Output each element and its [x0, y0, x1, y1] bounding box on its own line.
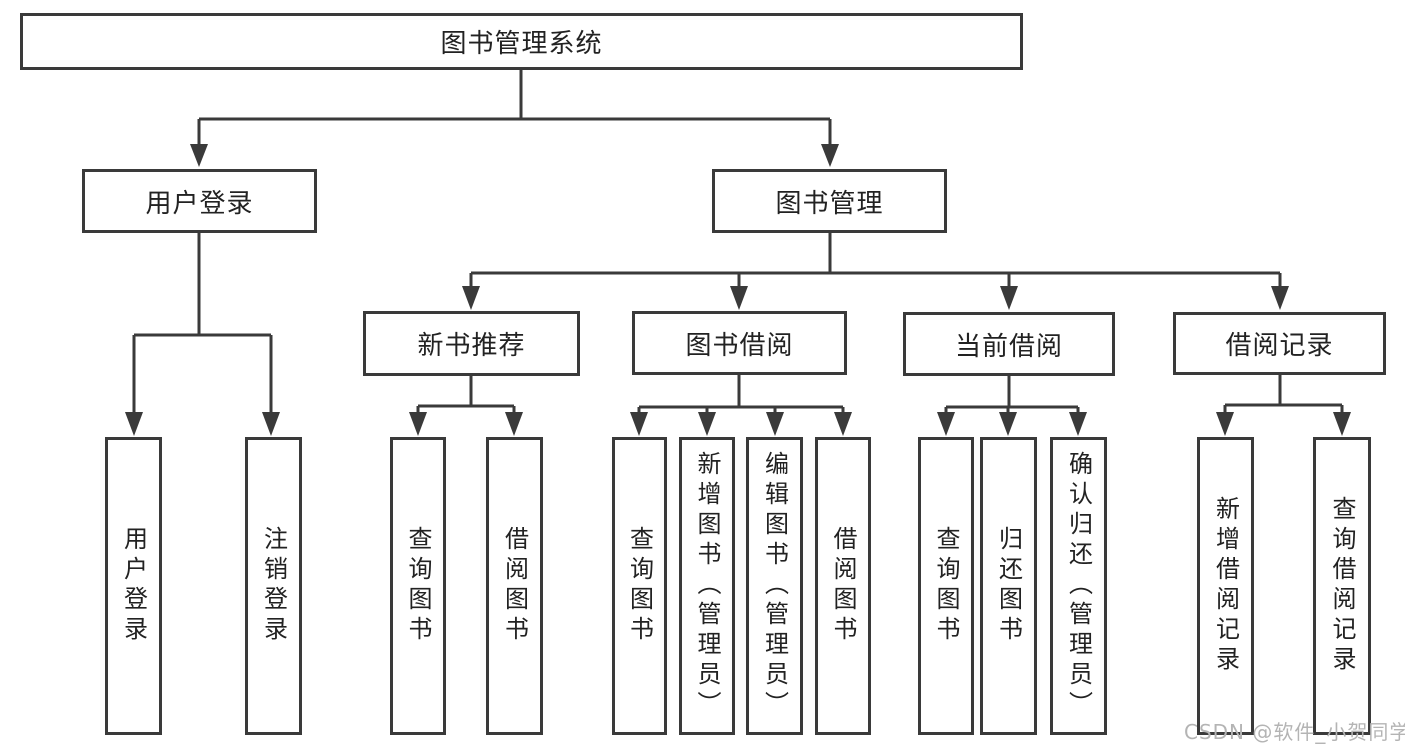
leaf-add-book-admin-label: 新增图书（管理员）	[693, 451, 721, 721]
leaf-logout: 注销登录	[245, 437, 302, 735]
leaf-user-login-label: 用户登录	[119, 526, 148, 646]
connector-new-book-children	[409, 376, 523, 436]
csdn-watermark: CSDN @软件_小贺同学	[1184, 720, 1405, 744]
connector-root-to-level2	[190, 70, 839, 167]
leaf-query-borrow-record: 查询借阅记录	[1313, 437, 1371, 735]
connector-book-management-children	[462, 233, 1289, 310]
connector-borrow-record-children	[1216, 375, 1351, 436]
leaf-search-book-1: 查询图书	[390, 437, 446, 735]
leaf-search-book-2-label: 查询图书	[625, 526, 654, 646]
connector-current-borrow-children	[937, 375, 1087, 436]
leaf-edit-book-admin-label: 编辑图书（管理员）	[760, 451, 789, 721]
leaf-search-book-2: 查询图书	[612, 437, 667, 735]
leaf-borrow-book-1: 借阅图书	[486, 437, 543, 735]
leaf-return-book-label: 归还图书	[994, 526, 1023, 646]
node-current-borrow: 当前借阅	[903, 312, 1115, 376]
node-root: 图书管理系统	[20, 13, 1023, 70]
leaf-add-borrow-record: 新增借阅记录	[1197, 437, 1254, 735]
leaf-confirm-return-admin: 确认归还（管理员）	[1050, 437, 1107, 735]
leaf-borrow-book-1-label: 借阅图书	[500, 526, 529, 646]
connector-book-borrow-children	[630, 375, 852, 436]
leaf-borrow-book-2-label: 借阅图书	[829, 526, 857, 646]
node-root-label: 图书管理系统	[440, 29, 603, 59]
node-book-management: 图书管理	[712, 169, 947, 233]
leaf-user-login: 用户登录	[105, 437, 162, 735]
node-book-borrow-label: 图书借阅	[685, 330, 794, 361]
node-book-management-label: 图书管理	[775, 188, 884, 219]
node-current-borrow-label: 当前借阅	[954, 331, 1063, 362]
leaf-search-book-1-label: 查询图书	[404, 526, 432, 646]
leaf-query-borrow-record-label: 查询借阅记录	[1328, 496, 1356, 676]
node-user-login-label: 用户登录	[145, 188, 254, 219]
leaf-logout-label: 注销登录	[259, 526, 288, 646]
leaf-return-book: 归还图书	[980, 437, 1037, 735]
connector-user-login-children	[125, 233, 280, 436]
leaf-add-book-admin: 新增图书（管理员）	[679, 437, 735, 735]
node-new-book-recommend-label: 新书推荐	[417, 331, 526, 361]
leaf-search-book-3-label: 查询图书	[932, 526, 960, 646]
leaf-search-book-3: 查询图书	[918, 437, 974, 735]
leaf-add-borrow-record-label: 新增借阅记录	[1211, 496, 1240, 676]
node-borrow-records: 借阅记录	[1173, 312, 1386, 375]
node-user-login: 用户登录	[82, 169, 317, 233]
node-new-book-recommend: 新书推荐	[363, 311, 580, 376]
node-borrow-records-label: 借阅记录	[1225, 331, 1334, 361]
leaf-borrow-book-2: 借阅图书	[815, 437, 871, 735]
node-book-borrow: 图书借阅	[632, 311, 847, 375]
leaf-edit-book-admin: 编辑图书（管理员）	[746, 437, 803, 735]
leaf-confirm-return-admin-label: 确认归还（管理员）	[1064, 451, 1093, 721]
